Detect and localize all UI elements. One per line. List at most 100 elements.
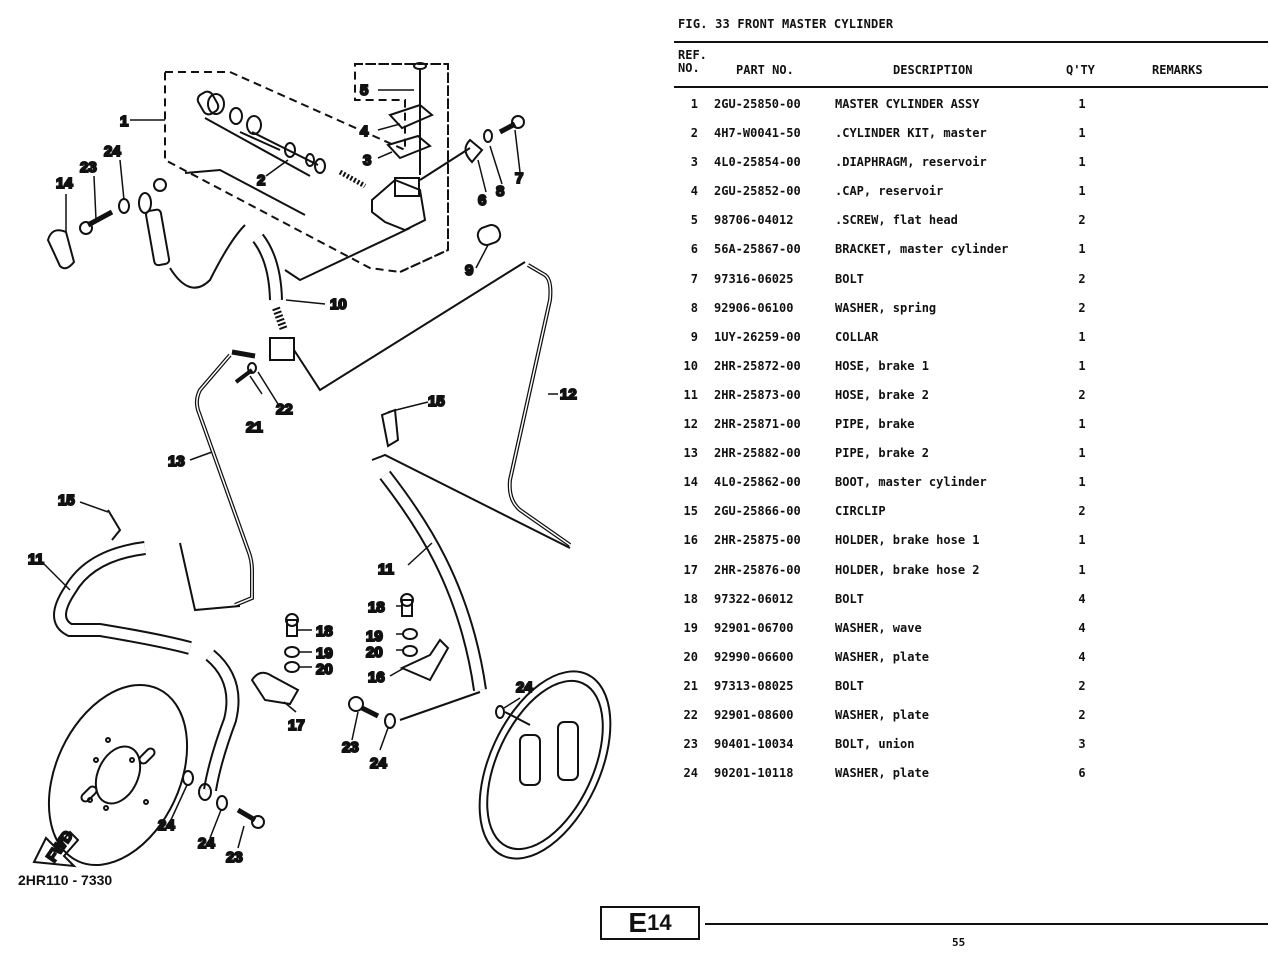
callout-24b: 24 — [370, 755, 387, 772]
description-cell: .CAP, reservoir — [835, 184, 944, 199]
callout-22: 22 — [276, 401, 293, 418]
callout-24c: 24 — [158, 817, 175, 834]
description-cell: WASHER, plate — [835, 649, 929, 664]
callout-23c: 23 — [226, 849, 243, 866]
ref-cell: 20 — [683, 649, 698, 664]
description-cell: BOLT, union — [835, 737, 915, 752]
callout-6: 6 — [478, 192, 486, 209]
ref-cell: 8 — [690, 300, 698, 315]
qty-cell: 2 — [1078, 678, 1086, 693]
table-row: 24 90201-10118 WASHER, plate 6 — [674, 762, 1268, 791]
description-cell: HOLDER, brake hose 1 — [835, 533, 980, 548]
callout-1: 1 — [120, 113, 128, 130]
callout-17: 17 — [288, 717, 305, 734]
page-number: 55 — [952, 936, 966, 949]
part-no-cell: 97316-06025 — [714, 271, 794, 286]
ref-cell: 18 — [683, 591, 698, 606]
description-cell: BRACKET, master cylinder — [835, 242, 1009, 257]
callout-7: 7 — [515, 170, 523, 187]
description-cell: .DIAPHRAGM, reservoir — [835, 155, 987, 170]
qty-cell: 2 — [1078, 213, 1086, 228]
diagram-code: 2HR110 - 7330 — [18, 872, 113, 888]
brake-pipe — [507, 263, 572, 547]
part-no-cell: 2HR-25882-00 — [714, 446, 801, 461]
description-cell: HOSE, brake 1 — [835, 358, 929, 373]
master-cylinder-body — [284, 177, 427, 282]
cylinder-kit-parts — [196, 90, 367, 189]
description-cell: BOLT — [835, 678, 864, 693]
callout-21: 21 — [246, 419, 263, 436]
part-no-cell: 2HR-25872-00 — [714, 358, 801, 373]
callout-15a: 15 — [58, 492, 75, 509]
ref-cell: 14 — [683, 475, 698, 490]
assy-outline — [164, 63, 449, 274]
hose-2-right — [371, 408, 571, 721]
part-no-cell: 2HR-25873-00 — [714, 387, 801, 402]
ref-cell: 3 — [690, 155, 698, 170]
callout-18b: 18 — [368, 599, 385, 616]
description-cell: MASTER CYLINDER ASSY — [835, 97, 980, 111]
callout-11a: 11 — [28, 551, 44, 568]
description-cell: WASHER, plate — [835, 766, 929, 781]
qty-cell: 2 — [1078, 504, 1086, 519]
description-cell: BOLT — [835, 271, 864, 286]
qty-cell: 1 — [1078, 533, 1086, 548]
part-no-cell: 92901-08600 — [714, 707, 794, 722]
part-no-cell: 56A-25867-00 — [714, 242, 801, 257]
ref-cell: 22 — [683, 707, 698, 722]
ref-cell: 24 — [683, 766, 698, 781]
qty-cell: 4 — [1078, 620, 1086, 635]
header-remarks: REMARKS — [1152, 63, 1203, 77]
qty-cell: 4 — [1078, 649, 1086, 664]
callout-3: 3 — [363, 152, 371, 169]
part-no-cell: 4L0-25862-00 — [714, 475, 801, 490]
part-no-cell: 98706-04012 — [714, 213, 794, 228]
ref-cell: 5 — [690, 213, 698, 228]
part-no-cell: 90401-10034 — [714, 737, 794, 752]
qty-cell: 1 — [1078, 242, 1086, 257]
union-bolt-right — [348, 696, 505, 729]
qty-cell: 1 — [1078, 562, 1086, 577]
part-no-cell: 90201-10118 — [714, 766, 794, 781]
description-cell: HOSE, brake 2 — [835, 387, 929, 402]
ref-cell: 4 — [690, 184, 698, 199]
header-bottom-rule — [674, 86, 1268, 88]
part-no-cell: 2GU-25866-00 — [714, 504, 801, 519]
holder-fasteners — [250, 593, 450, 706]
table-row: 20 92990-06600 WASHER, plate 4 — [674, 646, 1268, 675]
qty-cell: 3 — [1078, 737, 1086, 752]
ref-cell: 19 — [683, 620, 698, 635]
qty-cell: 4 — [1078, 591, 1086, 606]
footer-rule — [705, 923, 1268, 925]
part-no-cell: 92990-06600 — [714, 649, 794, 664]
part-no-cell: 2HR-25876-00 — [714, 562, 801, 577]
description-cell: BOOT, master cylinder — [835, 475, 987, 490]
description-cell: BOLT — [835, 591, 864, 606]
ref-cell: 13 — [683, 446, 698, 461]
header-ref-line1: REF. — [678, 48, 707, 62]
qty-cell: 1 — [1078, 417, 1086, 432]
ref-cell: 12 — [683, 417, 698, 432]
exploded-parts-diagram: 1 2 3 4 5 6 7 8 9 10 11 11 12 13 14 15 1… — [0, 0, 640, 900]
bracket-bolt-parts — [419, 115, 525, 181]
reservoir-outline — [355, 63, 449, 273]
callout-24e: 24 — [516, 679, 533, 696]
ref-cell: 7 — [690, 271, 698, 286]
leader-lines — [39, 89, 558, 849]
qty-cell: 6 — [1078, 766, 1086, 781]
figure-title: FIG. 33 FRONT MASTER CYLINDER — [678, 17, 894, 31]
